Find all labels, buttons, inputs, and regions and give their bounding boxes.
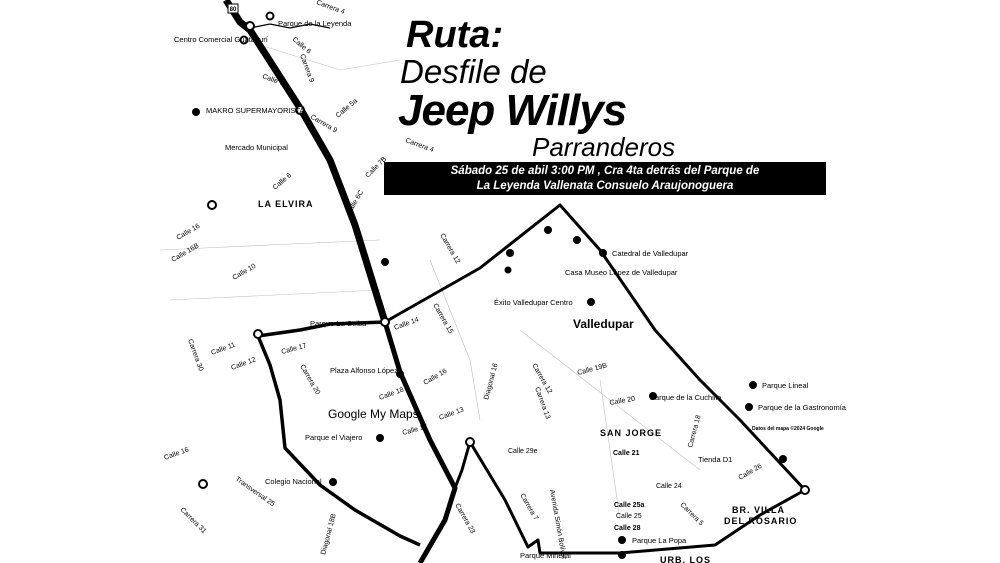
poi-casa-museo[interactable]: Casa Museo López de Valledupar (565, 268, 678, 277)
svg-text:Carrera 31: Carrera 31 (179, 506, 208, 535)
svg-text:Parque el Viajero: Parque el Viajero (305, 433, 362, 442)
svg-text:Carrera 5: Carrera 5 (679, 501, 705, 527)
svg-text:Calle 12: Calle 12 (230, 356, 257, 371)
svg-text:Calle 16: Calle 16 (176, 223, 202, 242)
svg-text:Carrera 30: Carrera 30 (186, 338, 204, 372)
svg-text:Carrera 23: Carrera 23 (453, 503, 476, 536)
svg-text:Calle 19B: Calle 19B (577, 362, 608, 377)
svg-text:Carrera 4: Carrera 4 (404, 137, 434, 154)
poi-centro-comercial[interactable]: Centro Comercial Guatapurí (174, 35, 269, 45)
poi-lineal[interactable]: Parque Lineal (749, 381, 809, 390)
svg-text:Centro Comercial Guatapurí: Centro Comercial Guatapurí (174, 35, 269, 44)
svg-text:Plaza Alfonso López: Plaza Alfonso López (330, 366, 398, 375)
neighborhood-villa-rosario-1: BR. VILLA (732, 505, 785, 515)
neighborhood-san-jorge: SAN JORGE (600, 428, 662, 438)
svg-text:Calle 5a: Calle 5a (335, 98, 359, 120)
svg-text:Calle 16: Calle 16 (163, 446, 190, 461)
title-desfile: Desfile de (400, 53, 547, 90)
svg-text:Catedral de Valledupar: Catedral de Valledupar (612, 249, 689, 258)
svg-text:Carrera 9: Carrera 9 (298, 53, 315, 83)
svg-text:Carrera 20: Carrera 20 (298, 364, 321, 397)
highway-shield: 80 (227, 3, 239, 14)
svg-text:Calle 20: Calle 20 (609, 396, 636, 407)
poi-mineral[interactable]: Parque Mineral (520, 551, 626, 560)
route-waypoints (245, 21, 810, 495)
svg-text:Carrera 15: Carrera 15 (431, 303, 454, 336)
svg-text:Calle 18: Calle 18 (378, 386, 405, 401)
poi-makro[interactable]: MAKRO SUPERMAYORISTA (192, 106, 305, 116)
svg-text:80: 80 (230, 7, 237, 13)
svg-text:Carrera 18: Carrera 18 (687, 414, 702, 448)
poi-catedral[interactable]: Catedral de Valledupar (599, 249, 689, 258)
title-jeep-willys: Jeep Willys (398, 86, 627, 135)
svg-text:Calle 16B: Calle 16B (171, 242, 201, 263)
svg-text:Diagonal 16: Diagonal 16 (483, 363, 499, 401)
neighborhood-villa-rosario-2: DEL ROSARIO (724, 516, 797, 526)
svg-text:Parque de la Gastronomía: Parque de la Gastronomía (758, 403, 847, 412)
svg-text:Calle 25: Calle 25 (616, 513, 642, 520)
svg-text:Calle 21: Calle 21 (613, 450, 640, 457)
svg-text:Parque de la Cuchilla: Parque de la Cuchilla (650, 393, 722, 402)
minor-roads (159, 44, 701, 521)
svg-text:Colegio Nacional: Colegio Nacional (265, 477, 322, 486)
parade-route-west-loop[interactable] (256, 320, 421, 547)
svg-text:Calle 16: Calle 16 (423, 368, 449, 387)
poi-mercado[interactable]: Mercado Municipal (225, 143, 288, 152)
poi-markers[interactable]: Parque de la Leyenda Centro Comercial Gu… (174, 11, 847, 561)
svg-text:Casa Museo López de Valledupar: Casa Museo López de Valledupar (565, 268, 678, 277)
svg-text:Calle 28: Calle 28 (614, 525, 641, 532)
poi-exito[interactable]: Éxito Valledupar Centro (494, 298, 595, 307)
poi-tienda[interactable]: Tienda D1 (698, 455, 787, 464)
title-parranderos: Parranderos (532, 132, 676, 162)
svg-text:Parque La Popa: Parque La Popa (632, 536, 687, 545)
parade-route-east-loop[interactable] (384, 203, 807, 555)
svg-text:MAKRO SUPERMAYORISTA: MAKRO SUPERMAYORISTA (206, 106, 305, 115)
svg-text:Parque Lineal: Parque Lineal (762, 381, 809, 390)
svg-text:Calle 6: Calle 6 (291, 36, 312, 55)
connector-road (249, 23, 331, 29)
banner-line-1: Sábado 25 de abil 3:00 PM , Cra 4ta detr… (450, 165, 760, 177)
poi-cuchilla[interactable]: Parque de la Cuchilla (649, 392, 722, 402)
svg-text:Calle 29e: Calle 29e (508, 448, 538, 455)
svg-text:Carrera 4: Carrera 4 (315, 0, 345, 16)
svg-text:Parque La Ceiba: Parque La Ceiba (310, 319, 367, 328)
neighborhood-la-elvira: LA ELVIRA (258, 199, 314, 209)
svg-text:Calle 17: Calle 17 (281, 342, 308, 355)
svg-text:Parque Mineral: Parque Mineral (520, 551, 571, 560)
svg-text:Calle 26: Calle 26 (738, 463, 764, 482)
svg-text:Carrera 7: Carrera 7 (518, 493, 539, 522)
svg-text:Éxito Valledupar Centro: Éxito Valledupar Centro (494, 298, 573, 307)
svg-text:Tienda D1: Tienda D1 (698, 455, 732, 464)
poi-colegio[interactable]: Colegio Nacional (265, 477, 337, 486)
svg-text:Calle 13: Calle 13 (438, 406, 465, 421)
google-watermark: Google My Maps (328, 407, 419, 421)
poi-gastronomia[interactable]: Parque de la Gastronomía (745, 403, 847, 412)
poi-viajero[interactable]: Parque el Viajero (305, 433, 384, 442)
neighborhood-urb-los: URB. LOS (660, 555, 711, 563)
svg-text:Calle 14: Calle 14 (393, 316, 420, 331)
svg-text:Calle 11: Calle 11 (210, 342, 236, 357)
poi-parque-leyenda[interactable]: Parque de la Leyenda (265, 11, 353, 29)
parade-route[interactable] (382, 321, 458, 563)
svg-text:Calle 6: Calle 6 (272, 172, 293, 191)
svg-text:Avenida Simón Bolívar: Avenida Simón Bolívar (548, 489, 567, 560)
poi-plaza[interactable]: Plaza Alfonso López (330, 366, 404, 378)
banner-line-2: La Leyenda Vallenata Consuelo Araujonogu… (476, 180, 734, 192)
svg-text:Calle 24: Calle 24 (656, 483, 682, 490)
svg-text:Calle 17: Calle 17 (402, 423, 429, 436)
event-banner: Sábado 25 de abil 3:00 PM , Cra 4ta detr… (384, 162, 826, 195)
svg-text:Carrera 12: Carrera 12 (438, 233, 461, 266)
city-label: Valledupar (573, 317, 634, 331)
title-ruta: Ruta: (406, 14, 504, 56)
svg-text:Calle 10: Calle 10 (232, 263, 258, 282)
poi-parque-ceiba[interactable]: Parque La Ceiba (310, 319, 367, 328)
poi-popa[interactable]: Parque La Popa (618, 536, 687, 545)
svg-text:Calle 25a: Calle 25a (614, 502, 644, 509)
map-attribution: Datos del mapa ©2024 Google (752, 425, 824, 432)
svg-text:Parque de la Leyenda: Parque de la Leyenda (278, 19, 352, 28)
svg-text:Mercado Municipal: Mercado Municipal (225, 143, 288, 152)
svg-text:Diagonal 18B: Diagonal 18B (320, 513, 338, 556)
